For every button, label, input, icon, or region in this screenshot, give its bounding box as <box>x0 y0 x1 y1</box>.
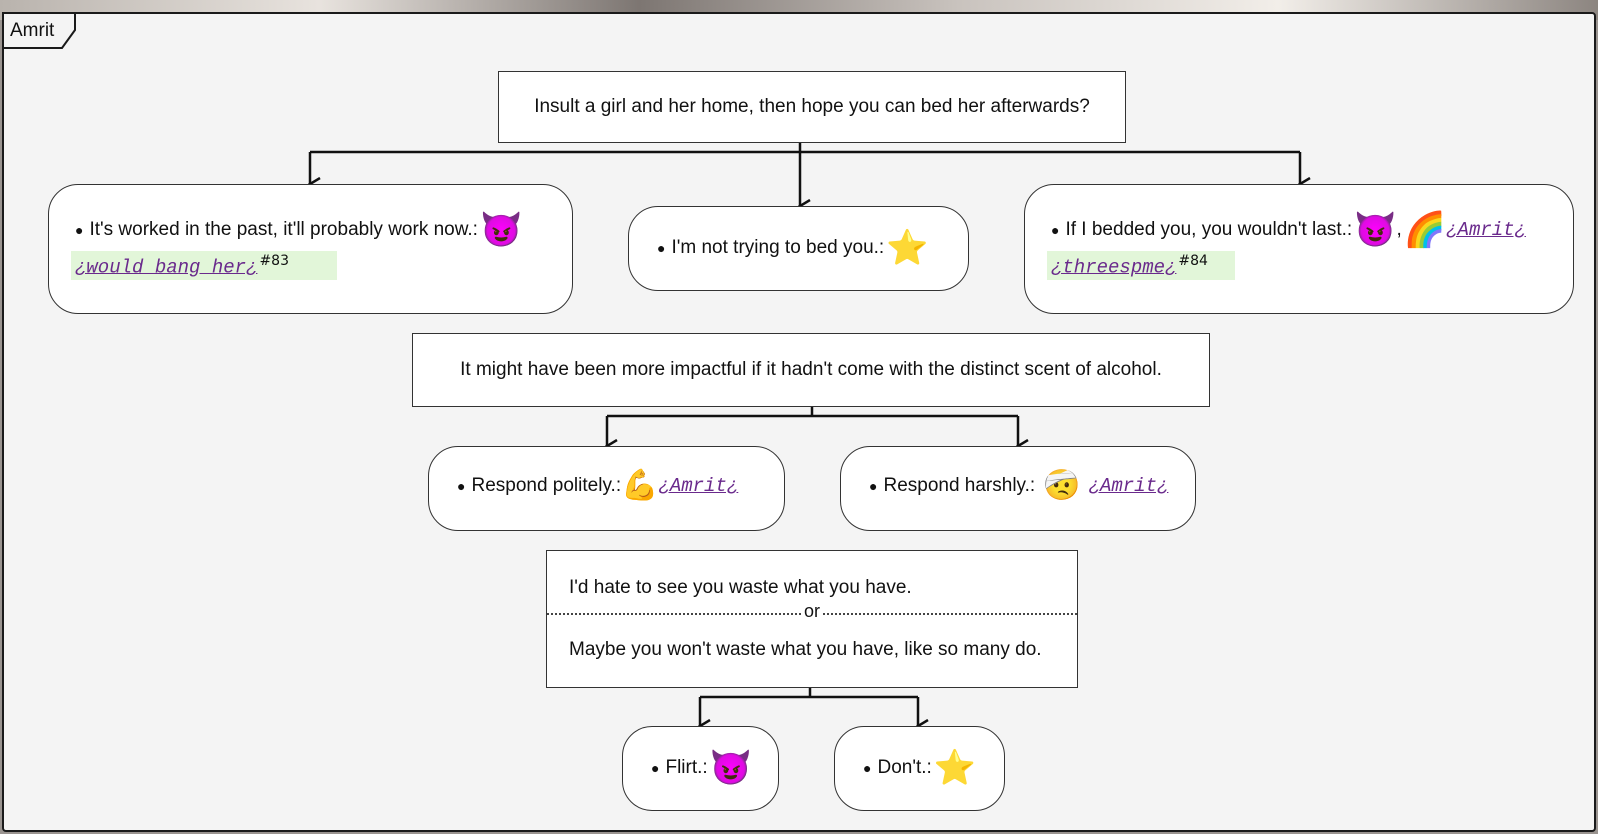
bullet: ● <box>869 478 878 494</box>
prompt-node: Insult a girl and her home, then hope yo… <box>498 71 1126 143</box>
bullet: ● <box>75 222 84 238</box>
bullet: ● <box>863 760 872 776</box>
tag-label: ¿threespme¿#84 <box>1047 251 1235 281</box>
devil-icon: 😈 <box>709 749 753 787</box>
bullet: ● <box>457 478 466 494</box>
bullet: ● <box>1051 222 1060 238</box>
reference-number: #84 <box>1178 253 1208 269</box>
choice-option[interactable]: ● If I bedded you, you wouldn't last.: 😈… <box>1024 184 1574 314</box>
tag-link[interactable]: ¿would bang her¿ <box>75 256 258 279</box>
dialogue-panel <box>2 12 1596 832</box>
or-label: or <box>800 601 824 622</box>
choice-text: If I bedded you, you wouldn't last.: <box>1065 219 1353 240</box>
choice-text: Respond harshly.: <box>883 475 1036 496</box>
choice-text: Flirt.: <box>665 757 708 778</box>
choice-option[interactable]: ● I'm not trying to bed you.: ⭐ <box>628 206 969 291</box>
star-icon: ⭐ <box>933 749 977 787</box>
choice-text: Respond politely.: <box>471 475 622 496</box>
rainbow-heart-icon: 🌈 <box>1403 211 1447 249</box>
bullet: ● <box>657 240 666 256</box>
choice-option[interactable]: ● Flirt.: 😈 <box>622 726 779 811</box>
choice-text: It's worked in the past, it'll probably … <box>89 219 478 240</box>
choice-option[interactable]: ● It's worked in the past, it'll probabl… <box>48 184 573 314</box>
speaker-link[interactable]: ¿Amrit¿ <box>1088 475 1169 497</box>
choice-option[interactable]: ● Respond harshly.: 🤕 ¿Amrit¿ <box>840 446 1196 531</box>
speaker-name: Amrit <box>10 20 55 41</box>
choice-option[interactable]: ● Don't.: ⭐ <box>834 726 1005 811</box>
choice-text: Don't.: <box>877 757 932 778</box>
prompt-node: It might have been more impactful if it … <box>412 333 1210 407</box>
speaker-link[interactable]: ¿Amrit¿ <box>658 475 739 497</box>
tag-label: ¿would bang her¿#83 <box>71 251 337 281</box>
devil-icon: 😈 <box>479 211 523 249</box>
prompt-node: I'd hate to see you waste what you have.… <box>546 550 1078 688</box>
separator: , <box>1396 219 1402 240</box>
prompt-text: Insult a girl and her home, then hope yo… <box>534 96 1090 117</box>
reference-number: #83 <box>259 253 289 269</box>
devil-icon: 😈 <box>1354 211 1397 249</box>
prompt-text: It might have been more impactful if it … <box>460 359 1162 380</box>
speaker-link[interactable]: ¿Amrit¿ <box>1446 219 1526 241</box>
hurt-person-icon: 🤕 <box>1043 469 1081 502</box>
tag-link[interactable]: ¿threespme¿ <box>1051 256 1177 279</box>
prompt-text: I'd hate to see you waste what you have. <box>569 577 912 598</box>
choice-text: I'm not trying to bed you.: <box>671 237 885 258</box>
bullet: ● <box>651 760 660 776</box>
speaker-tab-shape <box>2 12 76 49</box>
prompt-text: Maybe you won't waste what you have, lik… <box>569 639 1042 660</box>
choice-option[interactable]: ● Respond politely.: 💪 ¿Amrit¿ <box>428 446 785 531</box>
flexed-arm-icon: 💪 <box>621 469 659 502</box>
star-icon: ⭐ <box>886 229 929 267</box>
